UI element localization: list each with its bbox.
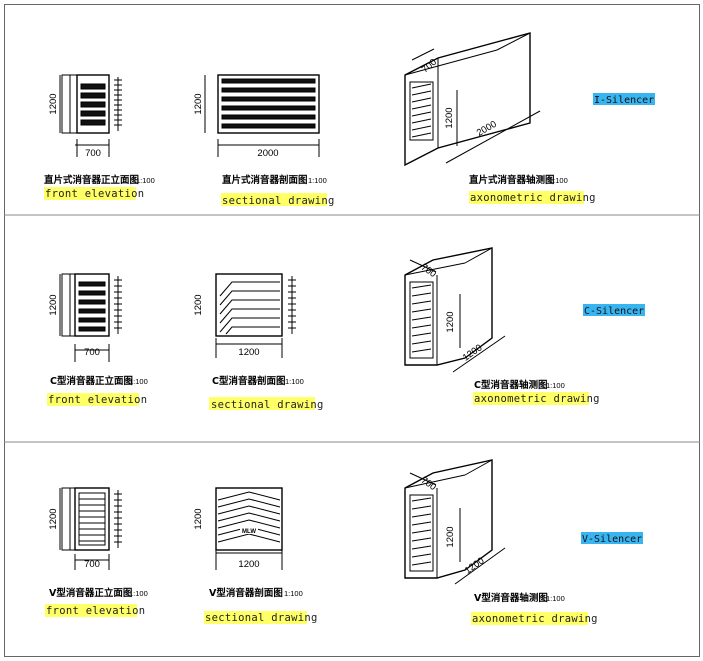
v-silencer-row: 700 1200 V型消音器正立面图 1:100 front elevation…	[45, 459, 643, 625]
section-en-label: sectional drawing	[211, 399, 324, 411]
axo-en-label: axonometric drawing	[472, 613, 598, 625]
axo-scale: 1:100	[546, 594, 565, 603]
axo-dim-height: 1200	[445, 311, 456, 332]
front-en-label: front elevation	[45, 188, 144, 200]
front-scale: 1:100	[129, 377, 148, 386]
label-highlight	[45, 604, 137, 617]
axo-dim-height: 1200	[445, 526, 456, 547]
sheet-frame	[4, 4, 700, 657]
axo-scale: 1:100	[546, 381, 565, 390]
i-silencer-row: 700 1200 直片式消音器正立面图 1:100 front elevatio…	[44, 32, 655, 207]
label-highlight	[204, 611, 307, 624]
c-silencer-row: 700 1200 C型消音器正立面图 1:100 front elevation	[47, 247, 645, 411]
section-width-dim: 1200	[238, 347, 259, 358]
front-height-dim: 1200	[48, 508, 59, 529]
front-en-label: front elevation	[48, 394, 147, 406]
axo-title: V型消音器轴测图	[474, 592, 548, 604]
axo-title: 直片式消音器轴测图	[469, 174, 555, 186]
section-scale: 1:100	[284, 589, 303, 598]
front-width-dim: 700	[85, 148, 101, 159]
section-mark: MLW	[242, 529, 256, 535]
label-highlight	[221, 193, 327, 206]
silencer-tag: I-Silencer	[594, 95, 654, 106]
section-title: V型消音器剖面图	[209, 587, 283, 599]
section-view: MLW 1200 1200	[193, 487, 283, 570]
section-scale: 1:100	[285, 377, 304, 386]
front-scale: 1:100	[129, 589, 148, 598]
front-elevation-view: 700 1200	[48, 74, 122, 159]
label-highlight	[469, 191, 584, 204]
front-en-label: front elevation	[46, 605, 145, 617]
front-title: 直片式消音器正立面图	[44, 174, 139, 186]
label-highlight	[473, 392, 589, 405]
front-width-dim: 700	[84, 559, 100, 570]
front-title: V型消音器正立面图	[49, 587, 132, 599]
front-height-dim: 1200	[48, 93, 59, 114]
section-view: 1200 1200	[193, 273, 296, 358]
section-en-label: sectional drawing	[205, 612, 318, 624]
section-width-dim: 1200	[238, 559, 259, 570]
section-view: 2000 1200	[193, 74, 320, 159]
tag-highlight	[581, 532, 643, 544]
axonometric-view: 700 1200 1200	[404, 247, 506, 373]
label-highlight	[471, 612, 588, 625]
axo-en-label: axonometric drawing	[470, 192, 596, 204]
front-elevation-view: 700 1200	[48, 487, 122, 570]
label-highlight	[209, 397, 315, 410]
label-highlight	[44, 187, 136, 200]
section-scale: 1:100	[308, 176, 327, 185]
section-height-dim: 1200	[193, 93, 204, 114]
axo-scale: 1:100	[549, 176, 568, 185]
front-elevation-view: 700 1200	[48, 273, 122, 362]
front-height-dim: 1200	[48, 294, 59, 315]
front-title: C型消音器正立面图	[50, 375, 133, 387]
section-height-dim: 1200	[193, 294, 204, 315]
silencer-tag: C-Silencer	[584, 306, 644, 317]
front-width-dim: 700	[84, 347, 100, 358]
axo-en-label: axonometric drawing	[474, 393, 600, 405]
axo-dim-height: 1200	[444, 107, 455, 128]
tag-highlight	[593, 93, 655, 105]
section-en-label: sectional drawing	[222, 195, 335, 207]
section-height-dim: 1200	[193, 508, 204, 529]
section-title: C型消音器剖面图	[212, 375, 285, 387]
label-highlight	[47, 393, 139, 406]
axo-dim-depth: 700	[419, 475, 438, 493]
front-scale: 1:100	[136, 176, 155, 185]
silencer-tag: V-Silencer	[582, 534, 642, 545]
axo-dim-depth: 700	[419, 262, 438, 280]
tag-highlight	[583, 304, 645, 316]
section-width-dim: 2000	[257, 148, 278, 159]
section-title: 直片式消音器剖面图	[222, 174, 308, 186]
axonometric-view: 700 1200 1200	[404, 459, 506, 585]
axonometric-view: 700 1200 2000	[404, 32, 541, 167]
axo-dim-length: 1200	[463, 555, 487, 576]
axo-title: C型消音器轴测图	[474, 379, 547, 391]
